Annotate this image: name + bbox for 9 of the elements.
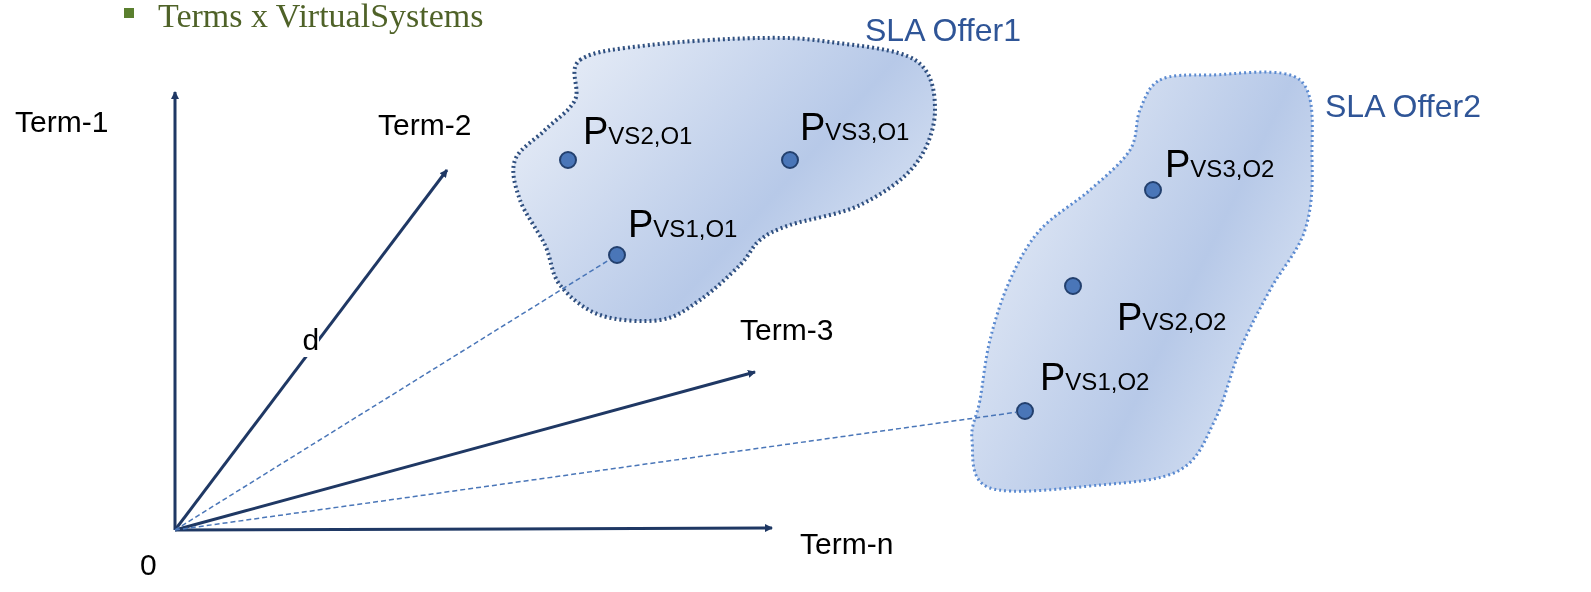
- dashed-line: [174, 411, 1017, 531]
- cloud-title: SLA Offer2: [1325, 88, 1481, 125]
- axis-label: Term-n: [800, 527, 894, 561]
- axis-label: Term-1: [15, 105, 109, 139]
- cloud-title: SLA Offer1: [865, 12, 1021, 49]
- origin-label: 0: [140, 548, 157, 582]
- axis-label: Term-2: [378, 108, 472, 142]
- slide-title: Terms x VirtualSystems: [158, 0, 484, 35]
- axis-label: Term-3: [740, 313, 834, 347]
